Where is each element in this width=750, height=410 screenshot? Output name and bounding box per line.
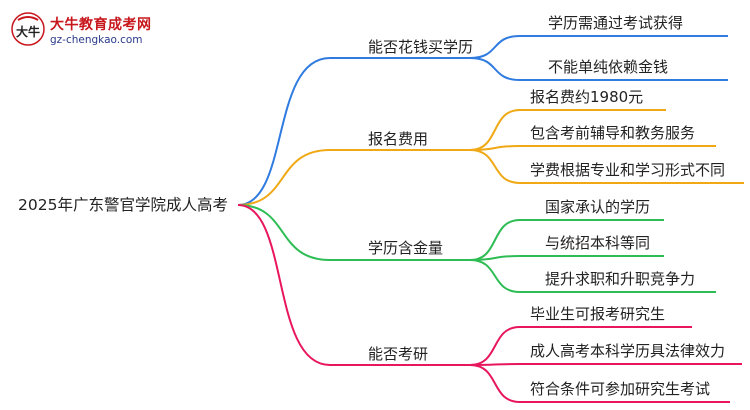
connector-leaf-3-1	[469, 219, 664, 261]
logo-title: 大牛教育成考网	[50, 17, 152, 33]
leaf-node: 包含考前辅导和教务服务	[530, 124, 696, 142]
connector-leaf-2-3	[469, 149, 744, 184]
branch-node-value: 学历含金量	[368, 239, 444, 257]
branch-node-postgrad: 能否考研	[368, 345, 429, 363]
connector-leaf-1-1	[469, 35, 728, 59]
leaf-node: 符合条件可参加研究生考试	[530, 380, 711, 398]
leaf-node: 毕业生可报考研究生	[530, 305, 666, 323]
connector-leaf-3-3	[469, 259, 716, 293]
connector-leaf-4-1	[469, 326, 692, 366]
connector-branch-2	[237, 149, 470, 206]
connector-leaf-2-2	[469, 145, 716, 151]
leaf-node: 成人高考本科学历具法律效力	[530, 342, 726, 360]
connector-branch-4	[237, 204, 470, 366]
branch-node-fee: 报名费用	[368, 130, 429, 148]
connector-branch-1	[237, 57, 470, 206]
leaf-node: 提升求职和升职竞争力	[545, 270, 696, 288]
site-logo[interactable]: 大牛 大牛教育成考网 gz-chengkao.com	[10, 8, 170, 52]
leaf-node: 国家承认的学历	[545, 198, 651, 216]
connector-leaf-4-3	[469, 364, 730, 403]
connector-leaf-4-2	[469, 363, 742, 366]
leaf-node: 与统招本科等同	[545, 234, 651, 252]
svg-text:大牛: 大牛	[16, 24, 40, 39]
leaf-node: 学费根据专业和学习形式不同	[530, 161, 726, 179]
connector-branch-3	[237, 204, 470, 261]
connector-leaf-1-2	[469, 57, 728, 81]
connector-leaf-3-2	[469, 255, 664, 261]
root-node: 2025年广东警官学院成人高考	[18, 196, 228, 214]
leaf-node: 不能单纯依赖金钱	[548, 58, 669, 76]
leaf-node: 报名费约1980元	[530, 88, 644, 106]
logo-url: gz-chengkao.com	[50, 34, 143, 46]
logo-mark-icon: 大牛	[11, 12, 45, 46]
branch-node-buy-degree: 能否花钱买学历	[368, 38, 474, 56]
connector-leaf-2-1	[469, 109, 666, 151]
leaf-node: 学历需通过考试获得	[548, 14, 684, 32]
